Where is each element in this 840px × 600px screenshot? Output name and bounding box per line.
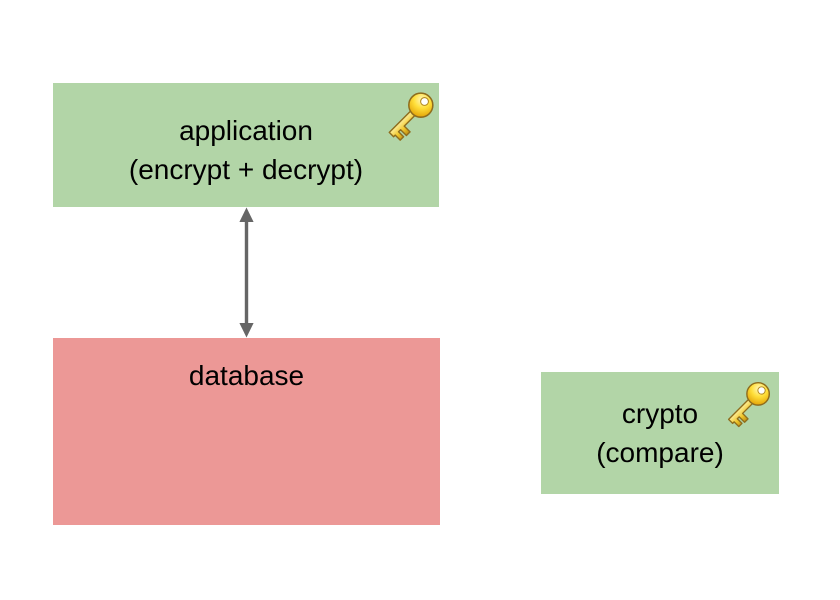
database-label: database <box>53 338 440 543</box>
arrow-head-up <box>239 207 254 222</box>
crypto-label: crypto (compare) <box>541 372 779 494</box>
application-node: application (encrypt + decrypt) <box>53 83 439 207</box>
application-label-line2: (encrypt + decrypt) <box>128 154 364 185</box>
arrow-head-down <box>239 323 254 338</box>
crypto-label-line2: (compare) <box>596 437 724 468</box>
key-icon <box>379 86 440 147</box>
crypto-label-line1: crypto <box>621 398 699 429</box>
database-label-text: database <box>188 360 305 391</box>
application-label-line1: application <box>179 115 313 146</box>
key-icon <box>719 376 776 433</box>
database-node: database <box>53 338 440 525</box>
application-label: application (encrypt + decrypt) <box>53 83 439 212</box>
crypto-node: crypto (compare) <box>541 372 779 494</box>
app-db-double-arrow <box>239 207 254 338</box>
